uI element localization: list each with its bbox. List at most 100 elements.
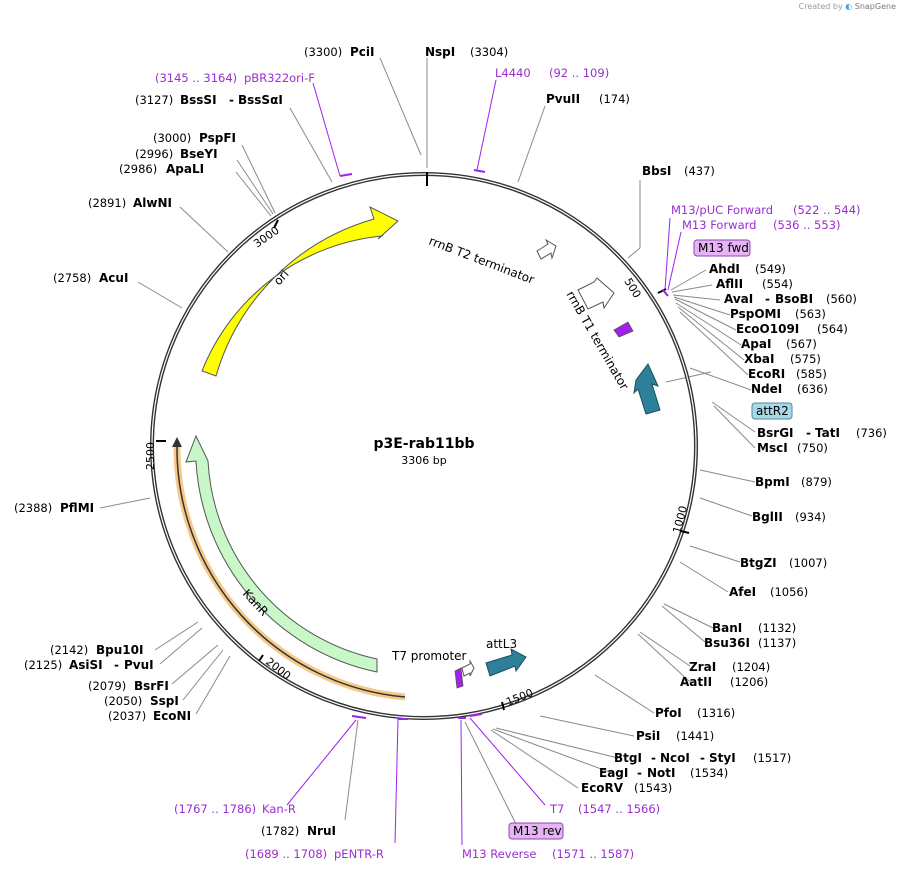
tick-label-2500: 2500 [144,442,157,470]
kanr-primer-range: (1767 .. 1786) [174,802,256,816]
pvuii-enzyme[interactable]: PvuII [546,92,580,106]
alwni-position: (2891) [88,196,126,210]
nrui-enzyme[interactable]: NruI [307,824,336,838]
apali-position: (2986) [119,162,157,176]
m13-fwd-box[interactable] [693,239,751,257]
aatii-position: (1206) [730,675,768,689]
bsrgi-enzyme[interactable]: BsrGI [757,426,794,440]
attr2-feature[interactable] [633,363,661,415]
bpmi-enzyme[interactable]: BpmI [755,475,790,489]
m13-fwd-box-label: M13 fwd [698,241,749,255]
plasmid-name: p3E-rab11bb [373,436,474,452]
kanr-orf[interactable] [176,445,406,698]
bani-position: (1132) [758,621,796,635]
sspi-enzyme[interactable]: SspI [150,694,179,708]
tick-label-3000: 3000 [251,224,281,251]
l4440-primer[interactable]: L4440 [495,66,531,80]
attr2-box[interactable] [751,402,793,420]
psii-enzyme[interactable]: PsiI [636,729,660,743]
eagi-enzyme[interactable]: EagI [599,766,628,780]
t7-primer[interactable]: T7 [549,802,564,816]
primer-marks [339,169,669,720]
aatii-enzyme[interactable]: AatII [680,675,712,689]
ecorv-enzyme[interactable]: EcoRV [581,781,624,795]
ahdi-enzyme[interactable]: AhdI [709,262,740,276]
eco0109i-position: (564) [817,322,848,336]
zrai-enzyme[interactable]: ZraI [689,660,716,674]
ncoi-enzyme[interactable]: NcoI [660,751,690,765]
watermark-brand: SnapGene [854,2,896,11]
leader-lines [99,57,756,829]
bsrfi-enzyme[interactable]: BsrFI [134,679,169,693]
bsrgi-dash: - [806,426,811,440]
bseyi-enzyme[interactable]: BseYI [180,147,218,161]
bsobi-enzyme[interactable]: BsoBI [775,292,813,306]
ori-feature[interactable] [201,206,399,377]
asisi-position: (2125) [24,658,62,672]
bsssai-enzyme[interactable]: BssSαI [238,93,283,107]
avai-enzyme[interactable]: AvaI [724,292,753,306]
asisi-enzyme[interactable]: AsiSI [69,658,103,672]
apai-position: (567) [786,337,817,351]
apali-enzyme[interactable]: ApaLI [166,162,204,176]
rrnb-t2-terminator-feature[interactable] [536,238,557,260]
pspfi-enzyme[interactable]: PspFI [199,131,236,145]
acui-enzyme[interactable]: AcuI [99,271,128,285]
ori-label: ori [271,267,292,288]
attl3-feature[interactable] [485,648,527,677]
noti-enzyme[interactable]: NotI [647,766,676,780]
btgi-enzyme[interactable]: BtgI [614,751,642,765]
m13-rev-box-label: M13 rev [513,824,562,838]
m13-rev-primer-site[interactable] [454,667,464,689]
eco0109i-enzyme[interactable]: EcoO109I [736,322,799,336]
l4440-range: (92 .. 109) [549,66,609,80]
ndei-enzyme[interactable]: NdeI [751,382,782,396]
bglii-enzyme[interactable]: BglII [752,510,783,524]
m13fwd-primer[interactable]: M13 Forward [682,218,756,232]
primer-leaders [286,79,682,846]
kanr-feature[interactable] [185,434,378,673]
pvui-enzyme[interactable]: PvuI [124,658,154,672]
pcii-enzyme[interactable]: PciI [350,45,375,59]
pfoi-position: (1316) [697,706,735,720]
m13-rev-box[interactable] [508,822,564,840]
pbr322-primer[interactable]: pBR322ori-F [244,71,315,85]
pflmi-position: (2388) [14,501,52,515]
alwni-enzyme[interactable]: AlwNI [133,196,172,210]
bglii-position: (934) [795,510,826,524]
plasmid-size: 3306 bp [401,454,446,467]
rrnb-t1-terminator-feature[interactable] [577,277,615,310]
afei-enzyme[interactable]: AfeI [729,585,756,599]
pflmi-enzyme[interactable]: PflMI [60,501,94,515]
bsssi-enzyme[interactable]: BssSI [180,93,217,107]
bpu10i-enzyme[interactable]: Bpu10I [96,643,143,657]
msci-enzyme[interactable]: MscI [757,441,788,455]
t7-promoter-feature[interactable] [461,659,475,677]
m13-fwd-primer-site[interactable] [613,321,634,338]
pvuii-position: (174) [599,92,630,106]
econi-enzyme[interactable]: EcoNI [153,709,191,723]
m13puc-primer[interactable]: M13/pUC Forward [671,203,773,217]
m13-reverse-primer[interactable]: M13 Reverse [462,847,536,861]
bbsi-enzyme[interactable]: BbsI [642,164,671,178]
styi-enzyme[interactable]: StyI [709,751,736,765]
pfoi-enzyme[interactable]: PfoI [655,706,682,720]
m13puc-range: (522 .. 544) [793,203,861,217]
btgzi-enzyme[interactable]: BtgZI [740,556,777,570]
ecori-enzyme[interactable]: EcoRI [748,367,785,381]
bsu36i-enzyme[interactable]: Bsu36I [704,636,750,650]
bsssi-position: (3127) [135,93,173,107]
pentr-primer[interactable]: pENTR-R [334,847,384,861]
kanr-primer[interactable]: Kan-R [262,802,296,816]
xbai-enzyme[interactable]: XbaI [744,352,774,366]
bpu10i-position: (2142) [50,643,88,657]
bani-enzyme[interactable]: BanI [712,621,742,635]
tati-enzyme[interactable]: TatI [815,426,840,440]
pspfi-position: (3000) [153,131,191,145]
acui-position: (2758) [53,271,91,285]
apai-enzyme[interactable]: ApaI [741,337,771,351]
nspi-enzyme[interactable]: NspI [425,45,455,59]
aflii-enzyme[interactable]: AflII [716,277,743,291]
pspomi-enzyme[interactable]: PspOMI [730,307,781,321]
